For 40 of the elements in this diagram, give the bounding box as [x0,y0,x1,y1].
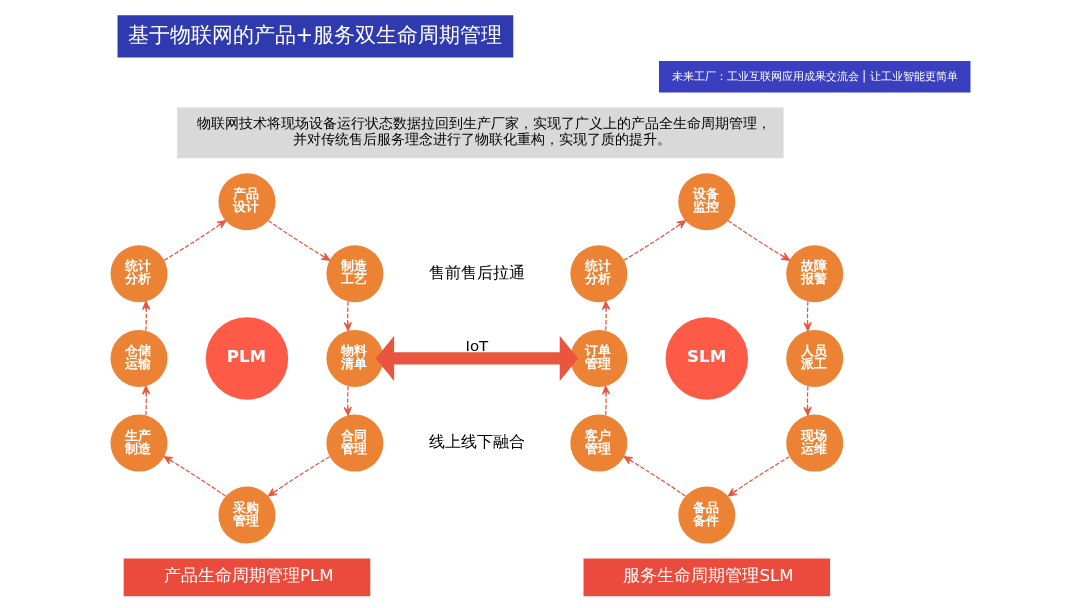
arrow [343,300,352,332]
arrow [601,300,610,332]
node-circle: 合同管理 [325,414,383,472]
node-circle: 统计分析 [110,245,168,303]
arrow [623,456,686,497]
arrow [267,456,330,497]
node-circle: 生产制造 [110,414,168,472]
arrow [163,220,226,261]
node-circle: 物料清单 [325,329,383,387]
arrow [727,456,790,497]
node-circle: 现场运维 [785,414,843,472]
node-box: 服务生命周期管理SLM [583,558,830,597]
node-box: 产品生命周期管理PLM [123,558,370,597]
arrow [141,385,150,416]
label: 未来工厂：工业互联网应用成果交流会 | 让工业智能更简单 [671,68,958,83]
arrow [802,300,812,332]
diagram-title: 基于物联网的产品+服务双生命周期管理 [127,21,502,47]
node-box: 物联网技术将现场设备运行状态数据拉回到生产厂家，实现了广义上的产品全生命周期管理，并对传统售后服务理念进行了物联化重构，实现了质的提升。 [176,107,784,159]
arrow [601,385,610,416]
arrow [727,220,790,261]
node-circle: 统计分析 [569,245,627,303]
arrow [163,456,226,497]
node-circle: 订单管理 [569,329,627,387]
node-circle: PLM [205,317,288,400]
arrow [343,385,352,416]
node-circle: 仓储运输 [110,329,168,387]
arrow [375,335,578,382]
label: 售前售后拉通 [428,262,525,282]
arrow [623,220,686,261]
arrow [267,220,330,261]
node-circle: 故障报警 [785,245,843,303]
node-circle: SLM [665,317,748,400]
node-circle: 采购管理 [217,486,275,544]
arrow [141,300,150,332]
arrow [802,385,812,416]
label: 线上线下融合 [428,431,525,451]
node-circle: 客户管理 [569,414,627,472]
edge-label: IoT [465,337,488,356]
node-circle: 制造工艺 [325,245,383,303]
node-circle: 人员派工 [785,329,843,387]
